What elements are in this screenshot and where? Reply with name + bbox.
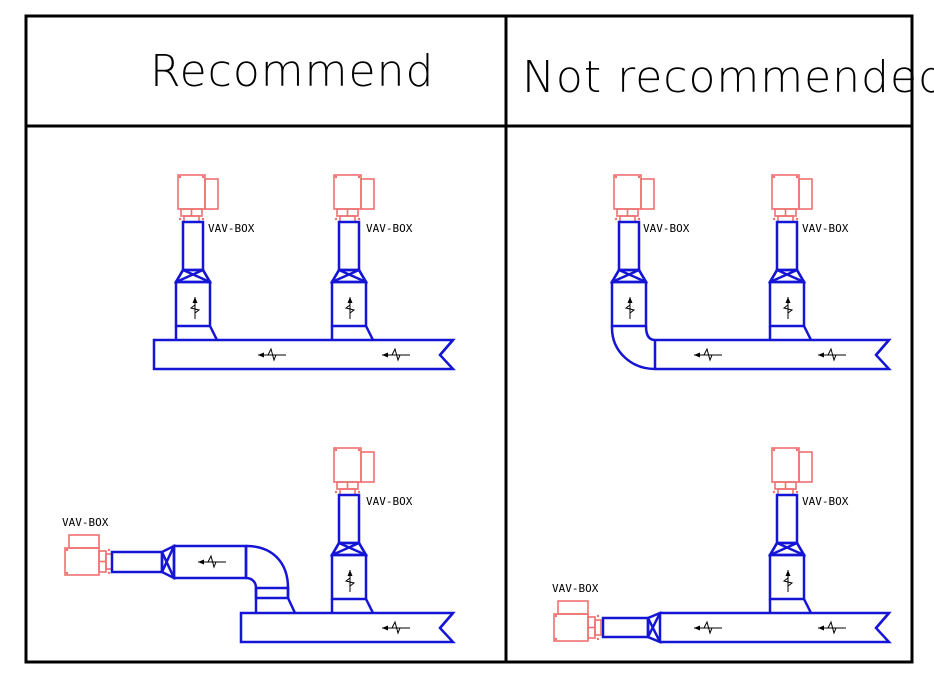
not-recommended-bottom-diagram bbox=[553, 447, 892, 644]
vav-box-label: VAV-BOX bbox=[552, 582, 599, 595]
vav-box-label: VAV-BOX bbox=[366, 222, 413, 235]
recommend-header: Recommend bbox=[150, 46, 434, 97]
recommend-bottom-diagram bbox=[64, 447, 456, 644]
vav-box-label: VAV-BOX bbox=[208, 222, 255, 235]
vav-box-label: VAV-BOX bbox=[802, 222, 849, 235]
recommend-top-diagram bbox=[152, 174, 456, 371]
vav-box-label: VAV-BOX bbox=[643, 222, 690, 235]
vav-box-symbol bbox=[333, 447, 375, 496]
vav-box-label: VAV-BOX bbox=[802, 495, 849, 508]
comparison-table-frame bbox=[24, 14, 914, 664]
vav-box-symbol bbox=[613, 174, 655, 223]
vav-box-symbol bbox=[553, 600, 602, 642]
not-recommended-header: Not recommended bbox=[522, 52, 934, 103]
vav-box-symbol bbox=[333, 174, 375, 223]
vav-box-symbol bbox=[177, 174, 219, 223]
vav-box-label: VAV-BOX bbox=[366, 495, 413, 508]
vav-box-symbol bbox=[64, 534, 113, 576]
vav-box-symbol bbox=[771, 447, 813, 496]
vav-box-symbol bbox=[771, 174, 813, 223]
vav-box-label: VAV-BOX bbox=[62, 516, 109, 529]
not-recommended-top-diagram bbox=[610, 174, 892, 371]
